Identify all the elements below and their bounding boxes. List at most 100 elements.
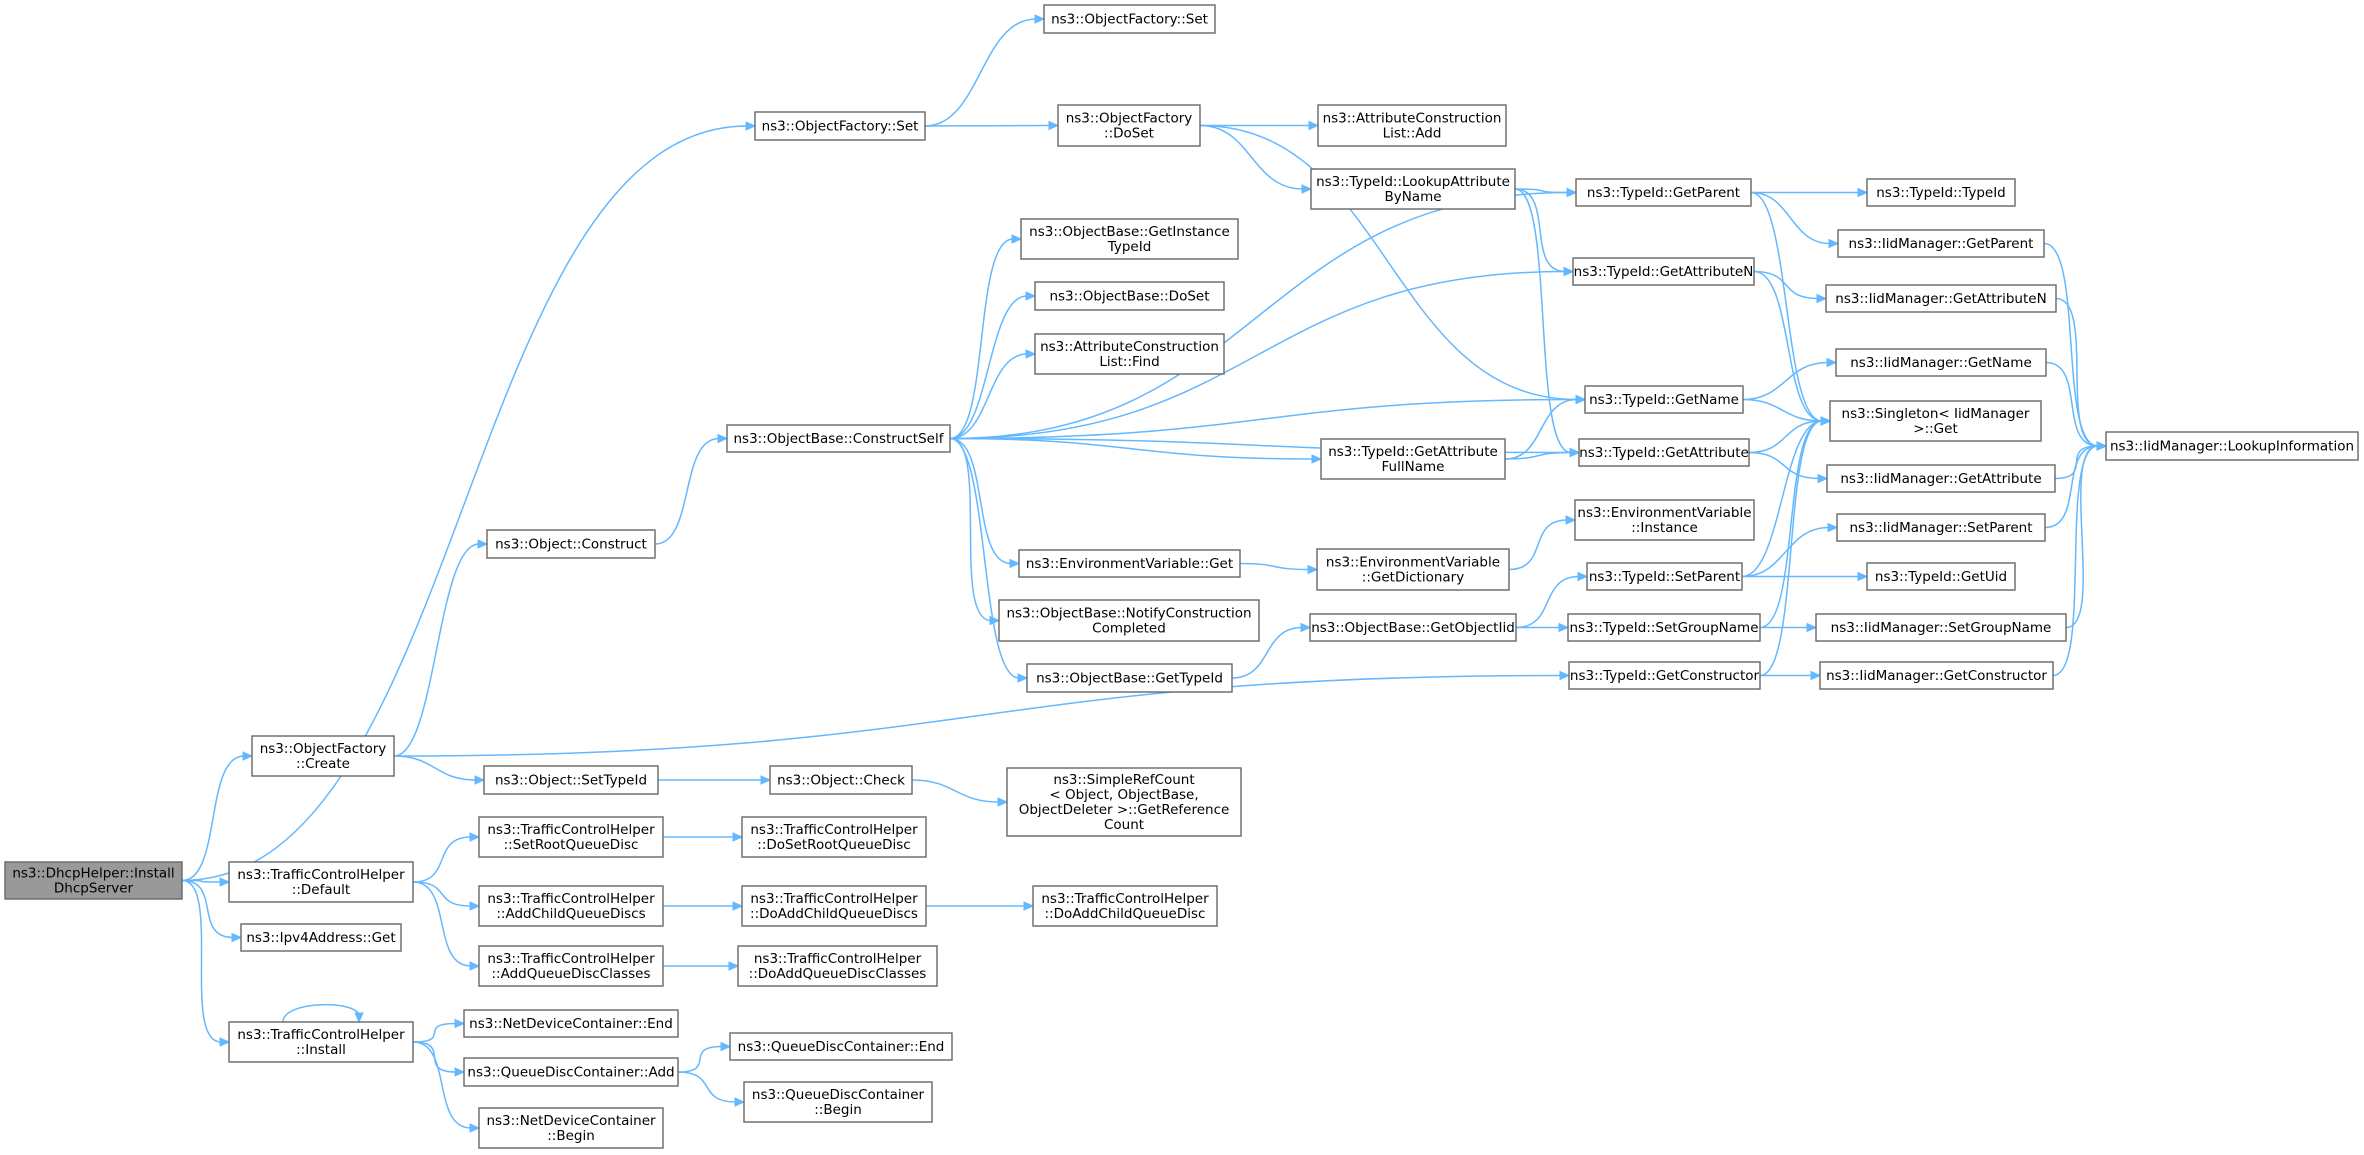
node-singleton[interactable]: ns3::Singleton< IidManager>::Get bbox=[1829, 400, 2042, 442]
node-tid-getname[interactable]: ns3::TypeId::GetName bbox=[1584, 385, 1744, 414]
node-tch-default[interactable]: ns3::TrafficControlHelper::Default bbox=[228, 861, 414, 903]
node-tch-install[interactable]: ns3::TrafficControlHelper::Install bbox=[228, 1021, 414, 1063]
edge-line bbox=[949, 353, 1028, 440]
node-of-doset[interactable]: ns3::ObjectFactory::DoSet bbox=[1057, 104, 1201, 147]
edge-tid-setparent-to-singleton bbox=[1741, 416, 1832, 578]
node-ndc-begin[interactable]: ns3::NetDeviceContainer::Begin bbox=[478, 1107, 664, 1149]
node-iid-getattrn[interactable]: ns3::IidManager::GetAttributeN bbox=[1825, 284, 2057, 313]
node-ipv4-get[interactable]: ns3::Ipv4Address::Get bbox=[240, 923, 402, 952]
edge-ob-construct-to-tid-getattrfull bbox=[949, 437, 1323, 464]
node-ob-gettypeid[interactable]: ns3::ObjectBase::GetTypeId bbox=[1026, 663, 1233, 693]
node-ndc-end[interactable]: ns3::NetDeviceContainer::End bbox=[463, 1009, 679, 1038]
edge-obj-settypeid-to-obj-check bbox=[658, 775, 772, 785]
edge-arrowhead bbox=[1566, 187, 1578, 198]
node-tid-typeid[interactable]: ns3::TypeId::TypeId bbox=[1866, 178, 2016, 207]
node-label: ns3::TypeId::TypeId bbox=[1876, 185, 2006, 201]
node-label: ObjectDeleter >::GetReference bbox=[1019, 802, 1230, 818]
node-label: ::Begin bbox=[547, 1128, 595, 1144]
node-box bbox=[1578, 438, 1750, 467]
edge-arrowhead bbox=[219, 877, 231, 887]
node-tid-getctor[interactable]: ns3::TypeId::GetConstructor bbox=[1568, 661, 1761, 690]
node-src-getref[interactable]: ns3::SimpleRefCount< Object, ObjectBase,… bbox=[1006, 767, 1242, 837]
node-of-create[interactable]: ns3::ObjectFactory::Create bbox=[251, 735, 395, 777]
node-label: ns3::TypeId::GetUid bbox=[1875, 569, 2007, 585]
node-iid-lookup[interactable]: ns3::IidManager::LookupInformation bbox=[2105, 431, 2359, 461]
edge-line bbox=[2043, 242, 2099, 447]
node-label: ::SetRootQueueDisc bbox=[504, 837, 639, 853]
edge-arrowhead bbox=[989, 615, 1001, 626]
node-iid-getname[interactable]: ns3::IidManager::GetName bbox=[1835, 348, 2047, 377]
node-tch-addchild[interactable]: ns3::TrafficControlHelper::AddChildQueue… bbox=[478, 885, 664, 927]
edge-of-doset-to-tid-lookup bbox=[1199, 124, 1313, 194]
edge-arrowhead bbox=[1025, 349, 1037, 359]
node-tid-getparent[interactable]: ns3::TypeId::GetParent bbox=[1575, 178, 1752, 207]
node-label: ns3::IidManager::GetAttribute bbox=[1840, 471, 2041, 487]
node-box bbox=[1320, 438, 1506, 480]
node-ob-notify[interactable]: ns3::ObjectBase::NotifyConstructionCompl… bbox=[998, 599, 1260, 642]
node-label: ::Default bbox=[292, 882, 350, 898]
node-tch-setroot[interactable]: ns3::TrafficControlHelper::SetRootQueueD… bbox=[478, 816, 664, 858]
node-box bbox=[743, 1081, 933, 1123]
edge-line bbox=[677, 1045, 723, 1073]
node-tid-setgroup[interactable]: ns3::TypeId::SetGroupName bbox=[1567, 613, 1761, 642]
node-box bbox=[478, 1107, 664, 1149]
node-box bbox=[1586, 562, 1743, 591]
node-ob-construct[interactable]: ns3::ObjectBase::ConstructSelf bbox=[726, 424, 951, 453]
edge-line bbox=[949, 437, 1314, 460]
node-box bbox=[1034, 333, 1225, 375]
node-box bbox=[1825, 284, 2057, 313]
node-ob-doset[interactable]: ns3::ObjectBase::DoSet bbox=[1034, 281, 1225, 311]
node-tch-addclasses[interactable]: ns3::TrafficControlHelper::AddQueueDiscC… bbox=[478, 945, 664, 987]
edge-of-set-to-of-doset bbox=[924, 120, 1060, 131]
edge-arrowhead bbox=[454, 1067, 466, 1077]
edge-iid-getname-to-iid-lookup bbox=[2045, 361, 2108, 451]
node-tch-doaddclasses[interactable]: ns3::TrafficControlHelper::DoAddQueueDis… bbox=[737, 945, 938, 987]
node-obj-settypeid[interactable]: ns3::Object::SetTypeId bbox=[483, 765, 659, 795]
node-qdc-begin[interactable]: ns3::QueueDiscContainer::Begin bbox=[743, 1081, 933, 1123]
node-env-get[interactable]: ns3::EnvironmentVariable::Get bbox=[1018, 549, 1241, 578]
edge-ob-getobjectiid-to-tid-setgroup bbox=[1515, 622, 1570, 633]
node-obj-check[interactable]: ns3::Object::Check bbox=[769, 765, 913, 795]
node-iid-getctor[interactable]: ns3::IidManager::GetConstructor bbox=[1819, 661, 2054, 690]
edge-ob-construct-to-ob-notify bbox=[949, 437, 1001, 626]
node-tid-getattr[interactable]: ns3::TypeId::GetAttribute bbox=[1578, 438, 1750, 467]
node-iid-getattr[interactable]: ns3::IidManager::GetAttribute bbox=[1826, 464, 2056, 493]
node-env-instance[interactable]: ns3::EnvironmentVariable::Instance bbox=[1574, 499, 1755, 541]
edge-ob-construct-to-ob-doset bbox=[949, 291, 1037, 440]
node-env-getdict[interactable]: ns3::EnvironmentVariable::GetDictionary bbox=[1316, 548, 1510, 591]
node-label: TypeId bbox=[1107, 239, 1152, 255]
node-ob-getobjectiid[interactable]: ns3::ObjectBase::GetObjectIid bbox=[1309, 613, 1517, 642]
edge-arrowhead bbox=[1828, 238, 1840, 249]
node-of-set[interactable]: ns3::ObjectFactory::Set bbox=[754, 111, 926, 141]
edge-arrowhead bbox=[1857, 571, 1869, 582]
edge-tid-getattrn-to-iid-getattrn bbox=[1753, 270, 1828, 304]
edge-tid-setparent-to-iid-setparent bbox=[1741, 522, 1839, 578]
node-tid-getuid[interactable]: ns3::TypeId::GetUid bbox=[1866, 562, 2016, 591]
node-box bbox=[1568, 661, 1761, 690]
node-qdc-end[interactable]: ns3::QueueDiscContainer::End bbox=[729, 1032, 953, 1061]
node-box bbox=[769, 765, 913, 795]
node-tid-setparent[interactable]: ns3::TypeId::SetParent bbox=[1586, 562, 1743, 591]
node-of-set2[interactable]: ns3::ObjectFactory::Set bbox=[1043, 4, 1216, 34]
node-iid-getparent[interactable]: ns3::IidManager::GetParent bbox=[1837, 229, 2045, 258]
node-box bbox=[483, 765, 659, 795]
edge-tid-getattrfull-to-tid-getattr bbox=[1504, 447, 1581, 460]
node-tch-doaddchilds[interactable]: ns3::TrafficControlHelper::DoAddChildQue… bbox=[741, 885, 927, 927]
node-qdc-add[interactable]: ns3::QueueDiscContainer::Add bbox=[463, 1057, 679, 1087]
node-tch-doaddchild[interactable]: ns3::TrafficControlHelper::DoAddChildQue… bbox=[1032, 885, 1218, 927]
node-iid-setparent[interactable]: ns3::IidManager::SetParent bbox=[1836, 513, 2046, 542]
node-tid-getattrn[interactable]: ns3::TypeId::GetAttributeN bbox=[1572, 257, 1755, 286]
node-iid-setgroup[interactable]: ns3::IidManager::SetGroupName bbox=[1815, 613, 2067, 642]
node-obj-construct[interactable]: ns3::Object::Construct bbox=[486, 529, 656, 559]
node-box bbox=[1567, 613, 1761, 642]
edge-tch-default-to-tch-addchild bbox=[412, 881, 481, 911]
node-tch-dosetroot[interactable]: ns3::TrafficControlHelper::DoSetRootQueu… bbox=[741, 816, 927, 858]
node-box bbox=[463, 1057, 679, 1087]
